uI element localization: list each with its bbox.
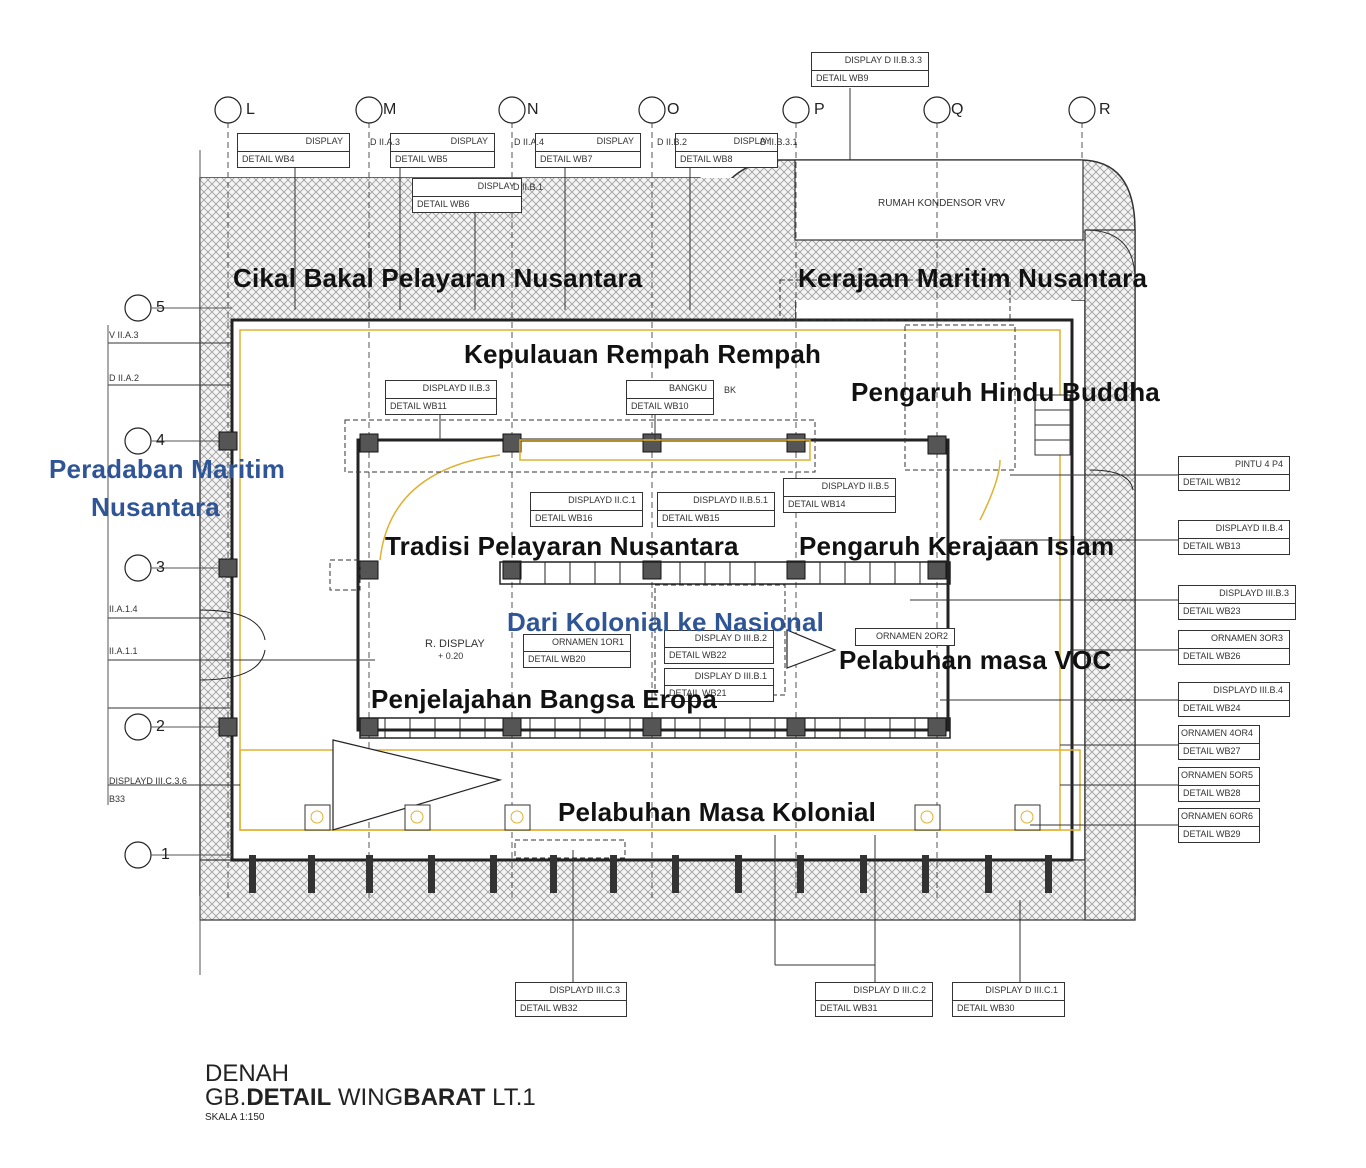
condenser-room [794, 159, 1084, 241]
zone-kolonial-nasional: Dari Kolonial ke Nasional [507, 607, 825, 637]
zone-peradaban-line1: Peradaban Maritim [49, 454, 286, 484]
grid-label-R: R [1099, 101, 1111, 118]
left-ref-3: II.A.1.4 [109, 604, 138, 614]
zone-kepulauan-rempah: Kepulauan Rempah Rempah [464, 339, 822, 369]
grid-label-3: 3 [156, 559, 165, 576]
left-ref-4: II.A.1.1 [109, 646, 138, 656]
title-line2: GB.DETAIL WINGBARAT LT.1 [205, 1084, 536, 1111]
grid-label-4: 4 [156, 432, 165, 449]
grid-label-5: 5 [156, 299, 165, 316]
left-ref-2: D II.A.2 [109, 373, 140, 383]
zone-tradisi: Tradisi Pelayaran Nusantara [385, 531, 739, 561]
r-display-level: + 0.20 [438, 651, 464, 661]
r-display-label: R. DISPLAY [425, 638, 485, 650]
grid-label-P: P [814, 101, 825, 118]
zone-peradaban-line2: Nusantara [91, 492, 220, 522]
zone-pelabuhan-kolonial: Pelabuhan Masa Kolonial [558, 797, 877, 827]
tag-or2: ORNAMEN 2OR2 [855, 628, 955, 646]
drawing-title: DENAH GB.DETAIL WINGBARAT LT.1 SKALA 1:1… [205, 1062, 536, 1123]
ref-d-iia4: D II.A.4 [514, 137, 545, 147]
grid-label-1: 1 [161, 846, 170, 863]
condenser-room-label: RUMAH KONDENSOR VRV [878, 198, 1006, 209]
ref-bk: BK [724, 385, 737, 395]
grid-label-L: L [246, 101, 255, 118]
grid-label-2: 2 [156, 718, 165, 735]
left-ref-6: B33 [109, 794, 126, 804]
zone-kerajaan-islam: Pengaruh Kerajaan Islam [799, 531, 1115, 561]
grid-label-N: N [527, 101, 539, 118]
grid-label-O: O [667, 101, 680, 118]
grid-label-M: M [383, 101, 397, 118]
bottom-wall-band [199, 859, 1136, 921]
zone-pelabuhan-voc: Pelabuhan masa VOC [839, 645, 1112, 675]
zone-kerajaan-maritim: Kerajaan Maritim Nusantara [798, 263, 1148, 293]
left-ref-5: DISPLAYD III.C.3.6 [109, 776, 187, 786]
ref-d-iib2: D II.B.2 [657, 137, 688, 147]
ref-d-iia3: D II.A.3 [370, 137, 401, 147]
grid-label-Q: Q [951, 101, 964, 118]
title-scale: SKALA 1:150 [205, 1112, 265, 1123]
title-line1: DENAH [205, 1060, 290, 1087]
zone-hindu-buddha: Pengaruh Hindu Buddha [851, 377, 1160, 407]
zone-penjelajahan: Penjelajahan Bangsa Eropa [371, 684, 718, 714]
left-ref-1: V II.A.3 [109, 330, 139, 340]
ref-d-iib31: D II.B.3.1 [760, 137, 798, 147]
zone-cikal-bakal: Cikal Bakal Pelayaran Nusantara [233, 263, 643, 293]
ref-d-iib1: D II.B.1 [513, 182, 544, 192]
